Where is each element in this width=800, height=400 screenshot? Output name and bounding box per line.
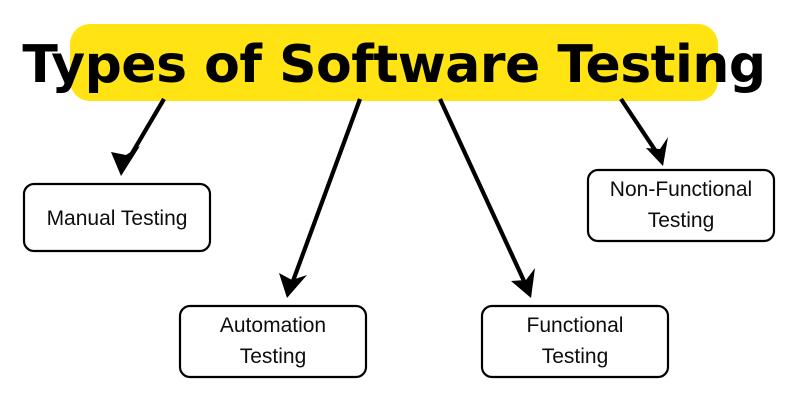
arrow-to-functional-head	[511, 268, 535, 298]
node-manual-testing[interactable]: Manual Testing	[22, 182, 212, 253]
arrow-to-manual	[111, 97, 166, 176]
node-non-functional-testing[interactable]: Non-Functional Testing	[586, 168, 776, 243]
arrow-to-functional-line	[438, 98, 526, 282]
node-non-functional-testing-label-line-1: Non-Functional	[610, 178, 752, 201]
arrow-to-non-functional-line	[619, 97, 657, 152]
arrow-to-manual-head	[111, 146, 140, 176]
node-functional-testing-label-line-1: Functional	[527, 314, 624, 337]
node-automation-testing-label-line-2: Testing	[240, 345, 307, 368]
arrow-to-automation-line	[291, 98, 362, 282]
title-label: Types of Software Testing	[22, 35, 765, 95]
node-non-functional-testing-label-line-2: Testing	[648, 209, 715, 232]
node-functional-testing-box[interactable]	[480, 304, 670, 379]
node-automation-testing[interactable]: Automation Testing	[178, 304, 368, 379]
arrow-to-manual-line	[126, 97, 166, 162]
node-functional-testing-label-line-2: Testing	[542, 345, 609, 368]
title-banner-background	[70, 24, 718, 101]
arrow-to-non-functional	[619, 97, 668, 166]
node-automation-testing-label-line-1: Automation	[220, 314, 326, 337]
node-automation-testing-box[interactable]	[178, 304, 368, 379]
arrow-to-functional	[438, 98, 535, 298]
arrow-to-automation	[279, 98, 362, 298]
arrow-to-automation-head	[279, 273, 307, 298]
node-manual-testing-box[interactable]	[22, 182, 212, 253]
node-functional-testing[interactable]: Functional Testing	[480, 304, 670, 379]
title-node: Types of Software Testing	[22, 24, 766, 101]
node-manual-testing-label-line-1: Manual Testing	[47, 207, 188, 230]
node-non-functional-testing-box[interactable]	[586, 168, 776, 243]
arrow-to-non-functional-head	[646, 137, 668, 166]
